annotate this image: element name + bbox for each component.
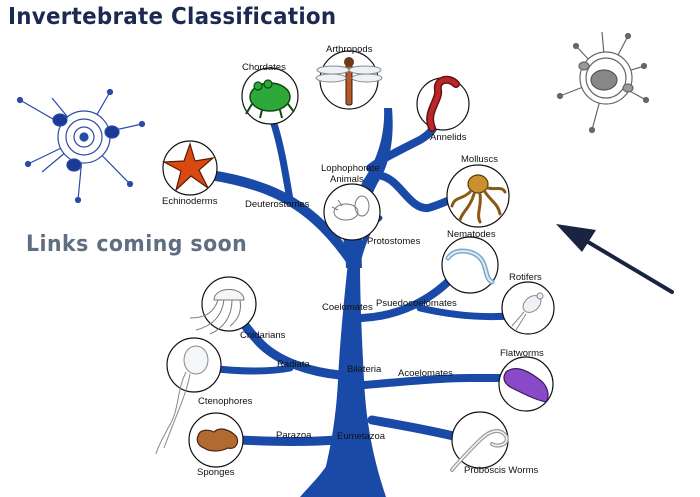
- frog-icon: [245, 79, 295, 119]
- decorative-blue-cell-icon: [16, 88, 146, 204]
- branch-label-acoelomates: Acoelomates: [398, 368, 453, 379]
- node-rotifers: Rotifers: [501, 272, 555, 335]
- comb-jelly-icon: [155, 345, 209, 455]
- sponge-icon: [196, 428, 239, 452]
- page-title: Invertebrate Classification: [8, 4, 337, 30]
- starfish-icon: [161, 142, 216, 192]
- node-annelids: Annelids: [416, 75, 470, 143]
- node-lophophorate: Lophophorate Animals: [321, 163, 381, 241]
- links-coming-soon-notice: Links coming soon: [26, 232, 248, 257]
- label-proboscis-worms: Proboscis Worms: [464, 465, 539, 476]
- jellyfish-icon: [189, 289, 245, 335]
- node-nematodes: Nematodes: [441, 229, 499, 294]
- pointer-arrow-icon: [556, 224, 674, 294]
- branch-label-pseudocoelomates: Psuedocoelomates: [376, 298, 457, 309]
- node-molluscs: Molluscs: [446, 154, 510, 228]
- label-lophophorate-line1: Lophophorate: [321, 163, 380, 174]
- label-arthropods: Arthropods: [326, 44, 373, 55]
- node-arthropods: Arthropods: [315, 44, 383, 110]
- branch-label-bilateria: Bilateria: [347, 364, 382, 375]
- label-sponges: Sponges: [197, 467, 235, 478]
- label-molluscs: Molluscs: [461, 154, 498, 165]
- octopus-icon: [450, 174, 507, 224]
- dragonfly-icon: [315, 57, 383, 106]
- branch-label-eumetazoa: Eumetazoa: [337, 431, 386, 442]
- node-chordates: Chordates: [241, 62, 299, 125]
- node-ctenophores: Ctenophores: [155, 337, 253, 455]
- label-lophophorate-line2: Animals: [330, 174, 364, 185]
- branch-label-protostomes: Protostomes: [367, 236, 421, 247]
- label-ctenophores: Ctenophores: [198, 396, 253, 407]
- label-rotifers: Rotifers: [509, 272, 542, 283]
- label-nematodes: Nematodes: [447, 229, 496, 240]
- rotifer-icon: [511, 292, 544, 331]
- node-echinoderms: Echinoderms: [161, 140, 218, 207]
- flatworm-icon: [503, 368, 549, 403]
- label-annelids: Annelids: [430, 132, 467, 143]
- label-echinoderms: Echinoderms: [162, 196, 218, 207]
- node-flatworms: Flatworms: [498, 348, 554, 412]
- label-cnidarians: Cnidarians: [240, 330, 286, 341]
- node-cnidarians: Cnidarians: [189, 276, 286, 341]
- node-proboscis-worms: Proboscis Worms: [450, 411, 539, 476]
- branch-label-parazoa: Parazoa: [276, 430, 312, 441]
- branch-label-coelomates: Coelomates: [322, 302, 373, 313]
- branch-label-deuterostomes: Deuterostomes: [245, 199, 310, 210]
- decorative-gray-cell-icon: [556, 31, 650, 134]
- branch-label-radiata: Radiata: [277, 359, 310, 370]
- label-chordates: Chordates: [242, 62, 286, 73]
- bryozoan-icon: [331, 195, 370, 221]
- node-sponges: Sponges: [188, 412, 244, 478]
- label-flatworms: Flatworms: [500, 348, 544, 359]
